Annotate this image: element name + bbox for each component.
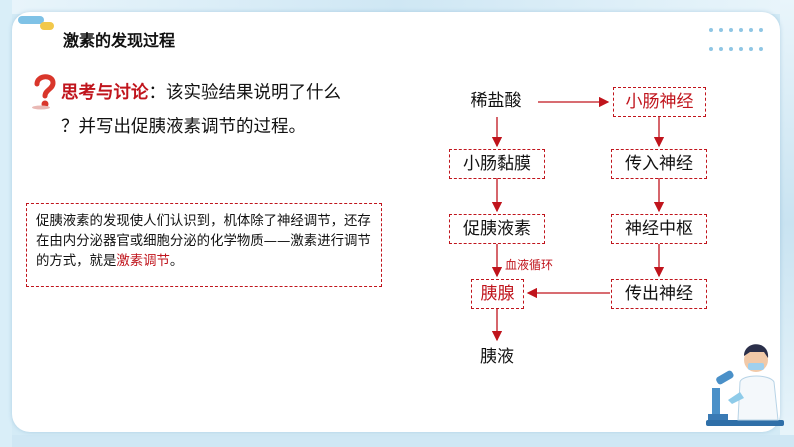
question-mark-icon — [32, 74, 56, 110]
discussion-separator: ： — [148, 83, 167, 103]
decorative-band-top — [0, 0, 794, 14]
label-blood-circulation: 血液循环 — [505, 258, 554, 272]
node-hydrochloric-acid: 稀盐酸 — [470, 91, 522, 111]
page-title: 激素的发现过程 — [63, 31, 176, 50]
node-intestine-nerve: 小肠神经 — [613, 87, 706, 117]
scientist-microscope-illustration — [706, 344, 784, 426]
node-nerve-center: 神经中枢 — [611, 214, 707, 244]
node-secretin: 促胰液素 — [449, 214, 545, 244]
decorative-capsule — [40, 22, 54, 30]
decorative-band-left — [0, 0, 12, 447]
decorative-capsule — [18, 16, 44, 24]
discussion-line-1: 该实验结果说明了什么 — [166, 83, 341, 103]
node-afferent-nerve: 传入神经 — [611, 149, 707, 179]
note-box: 促胰液素的发现使人们认识到，机体除了神经调节，还存在由内分泌器官或细胞分泌的化学… — [26, 203, 382, 287]
node-efferent-nerve: 传出神经 — [611, 279, 707, 309]
note-highlight: 激素调节 — [116, 254, 170, 269]
node-pancreas: 胰腺 — [471, 279, 524, 309]
note-text: 促胰液素的发现使人们认识到，机体除了神经调节，还存在由内分泌器官或细胞分泌的化学… — [36, 214, 371, 269]
decorative-band-bottom — [0, 435, 794, 447]
discussion-question: 思考与讨论：该实验结果说明了什么 — [61, 83, 341, 103]
decorative-band-right — [780, 0, 794, 447]
content-panel — [12, 12, 780, 432]
node-pancreatic-juice: 胰液 — [480, 347, 514, 367]
decorative-dots — [706, 20, 776, 51]
note-end: 。 — [169, 254, 184, 269]
node-intestine-mucosa: 小肠黏膜 — [449, 149, 545, 179]
discussion-label: 思考与讨论 — [61, 83, 149, 103]
discussion-line-2: ？并写出促胰液素调节的过程。 — [61, 117, 306, 137]
